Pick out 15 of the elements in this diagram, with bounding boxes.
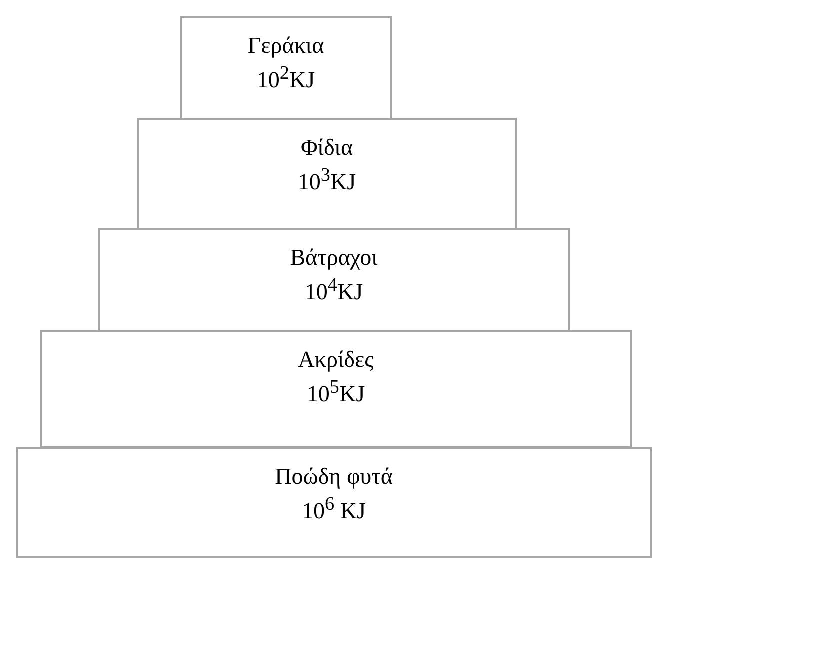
pyramid-level	[40, 330, 632, 448]
energy-value: 10$^{2}$KJ	[256, 62, 316, 95]
organism-name: Ακρίδες	[298, 346, 374, 374]
organism-name: Ποώδη φυτά	[275, 463, 393, 491]
energy-value: 10$^{6}$ KJ	[302, 493, 366, 526]
pyramid-level	[180, 16, 392, 120]
energy-value: 10$^{3}$KJ	[298, 164, 356, 197]
organism-name: Φίδια	[300, 134, 354, 162]
energy-value: 10$^{5}$KJ	[306, 376, 366, 409]
organism-name: Γεράκια	[248, 32, 324, 60]
pyramid-level	[98, 228, 570, 332]
organism-name: Βάτραχοι	[290, 244, 378, 272]
energy-value: 10$^{4}$KJ	[304, 274, 364, 307]
pyramid-level	[16, 447, 652, 558]
pyramid-level	[137, 118, 517, 230]
